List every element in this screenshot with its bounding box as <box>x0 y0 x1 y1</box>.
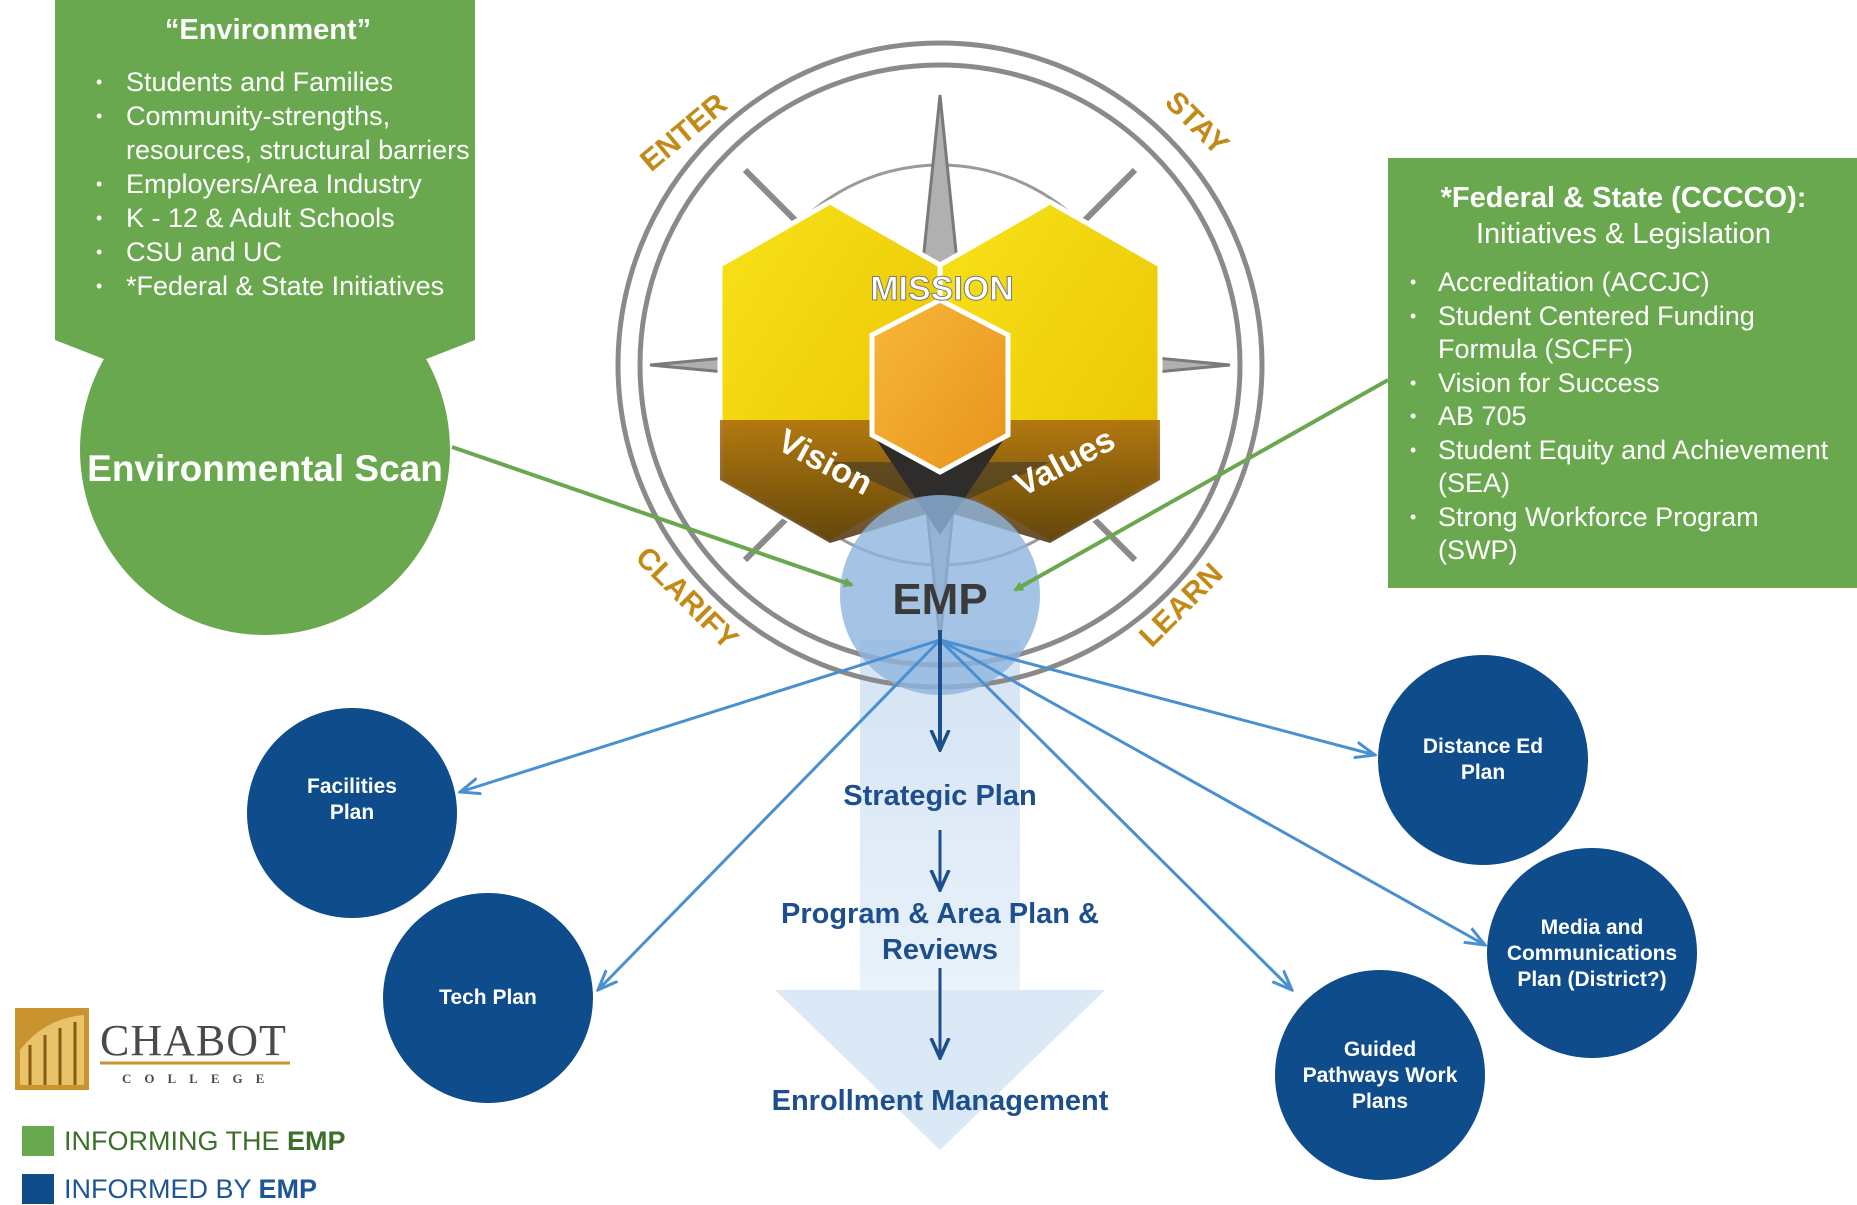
legend-informed: INFORMED BY EMP <box>22 1172 317 1205</box>
federal-state-item: Student Equity and Achievement (SEA) <box>1390 434 1857 501</box>
strategic-plan-label: Strategic Plan <box>843 780 1037 812</box>
emp-circle <box>840 495 1040 695</box>
enrollment-management-label: Enrollment Management <box>771 1085 1109 1117</box>
environment-title: “Environment” <box>164 14 372 46</box>
legend-informed-text: INFORMED BY EMP <box>64 1173 318 1204</box>
emp-label: EMP <box>892 575 988 624</box>
federal-state-item: Strong Workforce Program (SWP) <box>1390 501 1857 568</box>
media-plan-circle <box>1487 848 1697 1058</box>
mission-label: MISSION <box>870 270 1014 308</box>
scan-to-emp-arrow <box>451 445 854 588</box>
logo-subtitle: COLLEGE <box>122 1071 278 1086</box>
legend-blue-swatch <box>22 1174 54 1204</box>
environment-box: “Environment” Students and Families Comm… <box>58 10 478 303</box>
federal-state-item: Student Centered Funding Formula (SCFF) <box>1390 300 1857 367</box>
guided-pathways-label: Guided Pathways Work Plans <box>1302 1038 1458 1113</box>
distance-ed-plan-circle <box>1378 655 1588 865</box>
media-plan-label: Media and Communications Plan (District?… <box>1506 916 1678 991</box>
tech-plan-circle <box>383 893 593 1103</box>
environment-item: Employers/Area Industry <box>58 167 478 201</box>
guided-pathways-circle <box>1275 970 1485 1180</box>
environment-item: CSU and UC <box>58 235 478 269</box>
environment-item: Students and Families <box>58 65 478 99</box>
federal-state-panel: *Federal & State (CCCCO): Initiatives & … <box>1390 160 1857 568</box>
compass-clarify-label: CLARIFY <box>629 541 744 656</box>
legend-informing: INFORMING THE EMP <box>22 1124 346 1158</box>
environment-list: Students and Families Community-strength… <box>58 65 478 303</box>
mission-hexagons <box>717 199 1163 546</box>
tech-plan-label: Tech Plan <box>439 986 537 1009</box>
environment-item: Community-strengths, resources, structur… <box>58 99 478 167</box>
environment-item: K - 12 & Adult Schools <box>58 201 478 235</box>
environment-item: *Federal & State Initiatives <box>58 269 478 303</box>
federal-state-list: Accreditation (ACCJC) Student Centered F… <box>1390 266 1857 568</box>
federal-state-item: AB 705 <box>1390 400 1857 434</box>
legend-informing-text: INFORMING THE EMP <box>64 1125 346 1156</box>
federal-state-item: Vision for Success <box>1390 367 1857 401</box>
facilities-plan-circle <box>247 708 457 918</box>
compass-learn-label: LEARN <box>1133 557 1229 653</box>
distance-ed-plan-label: Distance Ed Plan <box>1422 735 1544 784</box>
facilities-plan-label: Facilities Plan <box>307 775 397 824</box>
compass-stay-label: STAY <box>1159 85 1235 161</box>
federal-state-title-bold: *Federal & State (CCCCO): <box>1440 182 1807 214</box>
federal-state-title: *Federal & State (CCCCO): Initiatives & … <box>1390 180 1857 252</box>
environmental-scan-label: Environmental Scan <box>87 448 443 489</box>
federal-to-emp-arrow <box>1013 378 1389 592</box>
plan-arrows <box>460 638 1485 990</box>
chabot-logo-icon <box>15 1008 89 1090</box>
program-area-plan-label: Program & Area Plan & Reviews <box>780 898 1100 966</box>
logo-name: CHABOT <box>100 1016 287 1065</box>
federal-state-item: Accreditation (ACCJC) <box>1390 266 1857 300</box>
legend-green-swatch <box>22 1126 54 1156</box>
federal-state-title-rest: Initiatives & Legislation <box>1476 218 1771 250</box>
